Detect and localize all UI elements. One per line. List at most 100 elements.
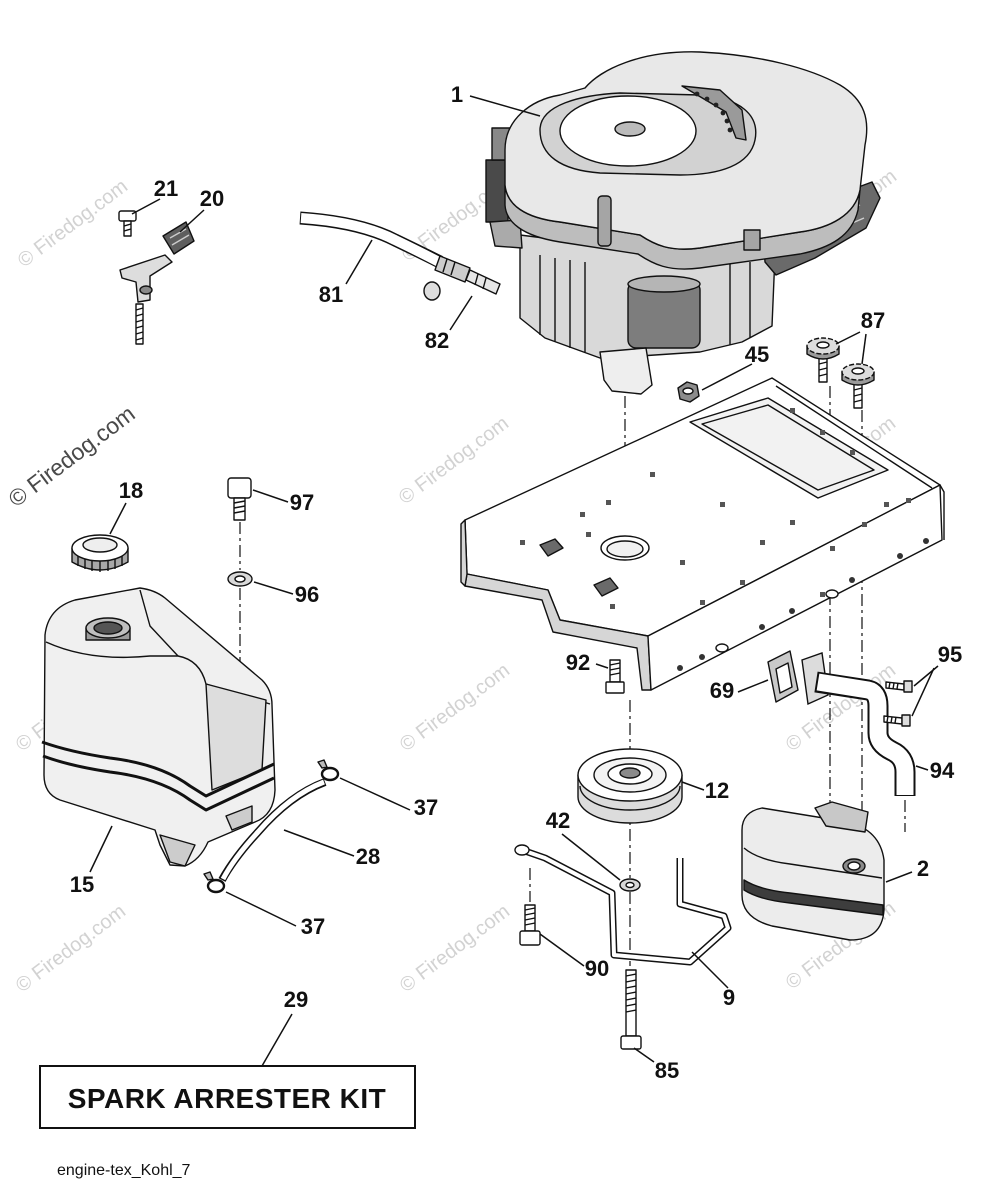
- cap-ridges: [77, 555, 123, 572]
- leader-line: [252, 489, 289, 503]
- frame-bracket: [539, 538, 564, 557]
- frame-side-hole: [825, 589, 839, 599]
- bracket-plate: [119, 254, 173, 303]
- gasket-part-69: [767, 650, 799, 703]
- callout-96: 96: [295, 582, 319, 607]
- watermark: © Firedog.com: [12, 900, 130, 997]
- leader-line: [561, 833, 621, 881]
- muffler-part-2: [741, 801, 885, 941]
- muffler-band: [743, 879, 884, 916]
- engine-front-flap: [597, 195, 612, 247]
- tank-filler-hole: [93, 621, 123, 635]
- frame-left-edge: [460, 519, 468, 587]
- bracket-pivot: [139, 285, 153, 295]
- leader-line: [261, 1013, 293, 1067]
- throttle-lever-lines: [169, 228, 190, 246]
- bolt-head: [227, 477, 252, 499]
- rod-fill: [521, 848, 730, 964]
- bracket-threaded-rod: [135, 303, 144, 345]
- leader-line: [885, 871, 913, 883]
- knob-center: [816, 341, 830, 349]
- callout-9: 9: [723, 985, 735, 1010]
- leader-line: [345, 239, 373, 285]
- fuel-tank-part-15: [41, 587, 276, 867]
- leader-line: [339, 777, 411, 811]
- screw-part-95: [883, 714, 911, 727]
- bolt-shank: [233, 497, 246, 521]
- tank-bottom-tab: [225, 805, 253, 831]
- callout-18: 18: [119, 478, 143, 503]
- frame-pulley-hole-inner: [606, 540, 644, 558]
- frame-bracket: [593, 577, 619, 597]
- rod-threads: [135, 307, 144, 341]
- bolt-head: [519, 930, 541, 946]
- bolt-part-85: [620, 969, 642, 1050]
- tank-body: [43, 587, 276, 867]
- callout-42: 42: [546, 808, 570, 833]
- callout-1: 1: [451, 82, 463, 107]
- callout-87: 87: [861, 308, 885, 333]
- throttle-lever: [162, 221, 195, 255]
- filter-ridges: [442, 258, 487, 290]
- screw-head: [901, 714, 911, 727]
- leader-line: [179, 209, 205, 233]
- leader-line: [681, 781, 705, 791]
- leader-line: [633, 1047, 655, 1063]
- bolt-part-92: [605, 659, 625, 694]
- screw-threads: [886, 715, 897, 724]
- callout-94: 94: [930, 758, 955, 783]
- muffler-outlet-hole: [847, 861, 861, 871]
- engine-mount-tab: [599, 347, 653, 395]
- tank-top-edge: [45, 641, 271, 705]
- bolt-threads: [818, 361, 828, 377]
- leader-line: [109, 502, 127, 535]
- knob-bolt-part-87: [806, 337, 840, 383]
- cap-center: [82, 537, 118, 553]
- rod-eyelet: [514, 844, 530, 856]
- callout-labels: 1 21 20 81 82 87 45 18 97 96 92 95 69 94…: [70, 82, 962, 1083]
- fuel-line-fill: [220, 779, 325, 881]
- leader-line: [469, 95, 541, 117]
- screw-threads: [123, 223, 132, 232]
- tank-foot: [159, 834, 196, 867]
- bolt-threads: [233, 500, 246, 514]
- bolt-threads: [853, 387, 863, 403]
- diagram-caption: engine-tex_Kohl_7: [57, 1162, 191, 1179]
- leader-line: [595, 663, 609, 669]
- watermark: © Firedog.com: [396, 659, 514, 756]
- screw-head: [903, 680, 913, 693]
- frame-side-hole: [715, 643, 729, 653]
- exhaust-pipe-fill: [816, 673, 914, 795]
- callout-85: 85: [655, 1058, 679, 1083]
- nut-hole: [682, 387, 694, 395]
- pulley-bore: [619, 767, 641, 779]
- frame-cutout-lip: [701, 404, 875, 491]
- leader-line: [861, 333, 867, 365]
- engine-cooling-fins: [539, 255, 751, 352]
- leader-line: [913, 665, 939, 687]
- fuel-line-part-81: [299, 211, 443, 268]
- fuel-cap-part-18: [71, 534, 129, 572]
- engine-vent-holes: [694, 91, 733, 133]
- engine-top-cap: [614, 121, 646, 137]
- callout-29: 29: [284, 987, 308, 1012]
- callout-20: 20: [200, 186, 224, 211]
- bolt-threads: [524, 907, 536, 926]
- callout-12: 12: [705, 778, 729, 803]
- screw-shank: [123, 220, 132, 237]
- pulley-groove: [579, 785, 681, 811]
- callout-28: 28: [356, 844, 380, 869]
- tank-back-ridge: [139, 589, 179, 657]
- clamp-part-37: [203, 871, 226, 894]
- leader-line: [225, 891, 297, 927]
- knob-bolt-part-87: [841, 363, 875, 409]
- callout-45: 45: [745, 342, 769, 367]
- callout-81: 81: [319, 282, 343, 307]
- muffler-bracket: [814, 801, 869, 833]
- clamp-part-37: [317, 759, 340, 782]
- frame-front-flange: [464, 573, 652, 691]
- washer-hole: [625, 881, 635, 889]
- nut-part-45: [677, 381, 700, 403]
- muffler-top-edge: [743, 847, 883, 879]
